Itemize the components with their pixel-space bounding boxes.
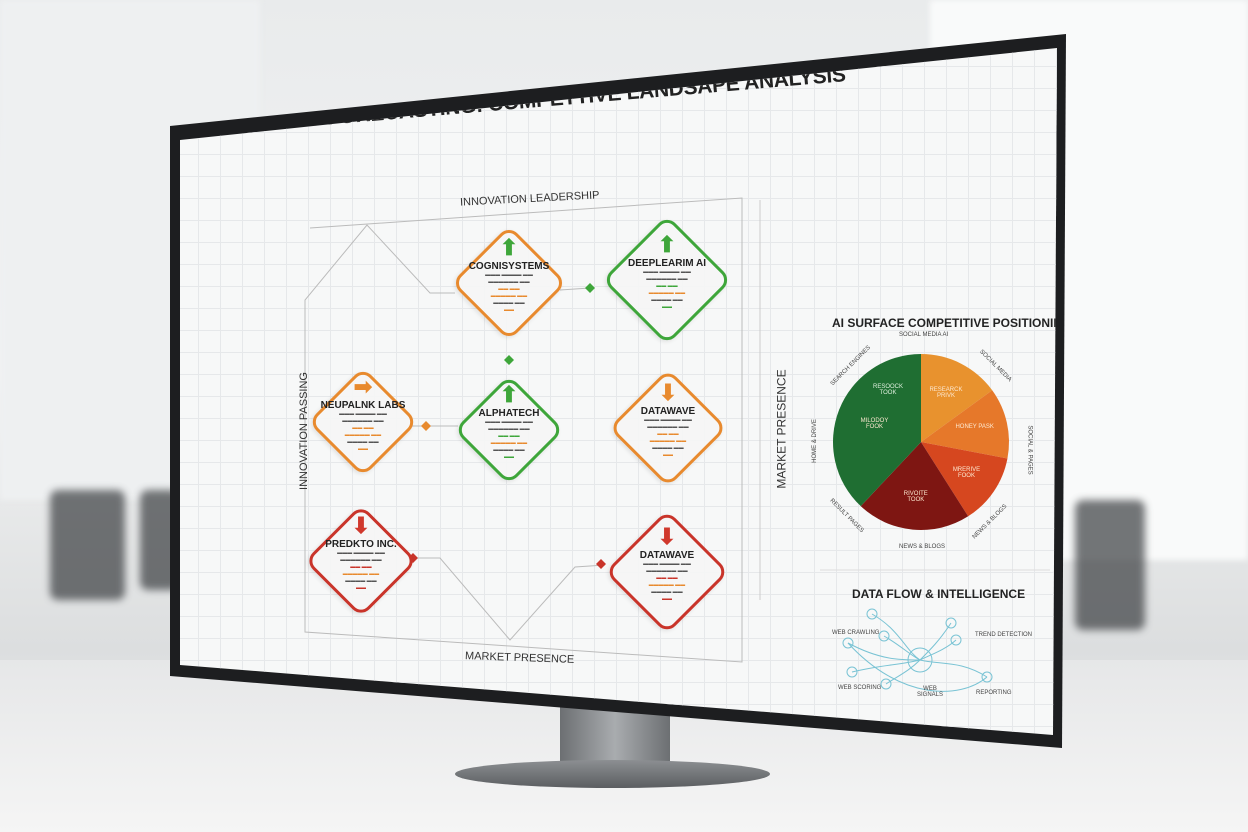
monitor-base xyxy=(455,760,770,788)
pie-slice-label: HONEY PASK xyxy=(955,424,994,430)
detail-lines-icon: ▬▬▬ ▬▬▬▬ ▬▬▬▬▬▬▬▬ ▬▬▬▬ ▬▬▬▬▬▬▬ ▬▬▬▬▬▬ ▬▬… xyxy=(643,561,691,602)
trend-down-arrow-icon: ⬇ xyxy=(658,380,678,405)
network-label: REPORTING xyxy=(976,690,1012,696)
pie-slice-label: RIVOITE TOOK xyxy=(903,490,928,503)
detail-lines-icon: ▬▬▬ ▬▬▬▬ ▬▬▬▬▬▬▬▬ ▬▬▬▬ ▬▬▬▬▬▬▬ ▬▬▬▬▬▬ ▬▬… xyxy=(643,269,691,310)
trend-right-arrow-icon: ➡ xyxy=(353,374,373,399)
network-label: WEB CRAWLING xyxy=(832,630,880,636)
company-name: DATAWAVE xyxy=(639,550,695,561)
pie-title: AI SURFACE COMPETITIVE POSITIONING xyxy=(832,316,1072,330)
detail-lines-icon: ▬▬▬ ▬▬▬▬ ▬▬▬▬▬▬▬▬ ▬▬▬▬ ▬▬▬▬▬▬▬ ▬▬▬▬▬▬ ▬▬… xyxy=(337,550,385,591)
pie-slice-label: MILODOY FOOK xyxy=(860,417,889,430)
network-label: WEB SCORING xyxy=(838,685,882,691)
trend-up-arrow-icon: ⬆ xyxy=(657,232,677,257)
company-name: DEEPLEARIM AI xyxy=(628,258,706,269)
pie-slice xyxy=(921,354,993,442)
detail-lines-icon: ▬▬▬ ▬▬▬▬ ▬▬▬▬▬▬▬▬ ▬▬▬▬ ▬▬▬▬▬▬▬ ▬▬▬▬▬▬ ▬▬… xyxy=(485,272,533,313)
company-name: NEUPALNK LABS xyxy=(320,400,406,411)
company-name: PREDKTO INC. xyxy=(325,539,397,550)
pie-inner-label: RESOOCK TOOK xyxy=(872,384,903,396)
pie-slice-label: RESEARCK PRIVK xyxy=(929,386,963,399)
pie-slice-label: MRERIVE FOOK xyxy=(952,466,981,479)
company-name: DATAWAVE xyxy=(640,406,696,417)
company-name: COGNISYSTEMS xyxy=(468,261,550,272)
pie-slice xyxy=(921,390,1009,459)
trend-down-arrow-icon: ⬇ xyxy=(351,513,371,538)
pie-outer-label: SOCIAL MEDIA AI xyxy=(899,332,949,338)
company-name: ALPHATECH xyxy=(478,408,540,419)
pie-outer-label: NEWS & BLOGS xyxy=(899,544,946,550)
network-title: DATA FLOW & INTELLIGENCE xyxy=(852,587,1026,601)
pie-slice xyxy=(833,354,921,507)
detail-lines-icon: ▬▬▬ ▬▬▬▬ ▬▬▬▬▬▬▬▬ ▬▬▬▬ ▬▬▬▬▬▬▬ ▬▬▬▬▬▬ ▬▬… xyxy=(485,419,533,460)
trend-up-arrow-icon: ⬆ xyxy=(499,235,519,260)
detail-lines-icon: ▬▬▬ ▬▬▬▬ ▬▬▬▬▬▬▬▬ ▬▬▬▬ ▬▬▬▬▬▬▬ ▬▬▬▬▬▬ ▬▬… xyxy=(644,417,692,458)
pie-slice xyxy=(860,442,969,530)
detail-lines-icon: ▬▬▬ ▬▬▬▬ ▬▬▬▬▬▬▬▬ ▬▬▬▬ ▬▬▬▬▬▬▬ ▬▬▬▬▬▬ ▬▬… xyxy=(339,411,387,452)
trend-down-arrow-icon: ⬇ xyxy=(657,524,677,549)
trend-up-arrow-icon: ⬆ xyxy=(499,382,519,407)
network-label: WEB SIGNALS xyxy=(916,686,943,698)
pie-slice xyxy=(921,442,1008,517)
network-label: TREND DETECTION xyxy=(975,632,1032,638)
